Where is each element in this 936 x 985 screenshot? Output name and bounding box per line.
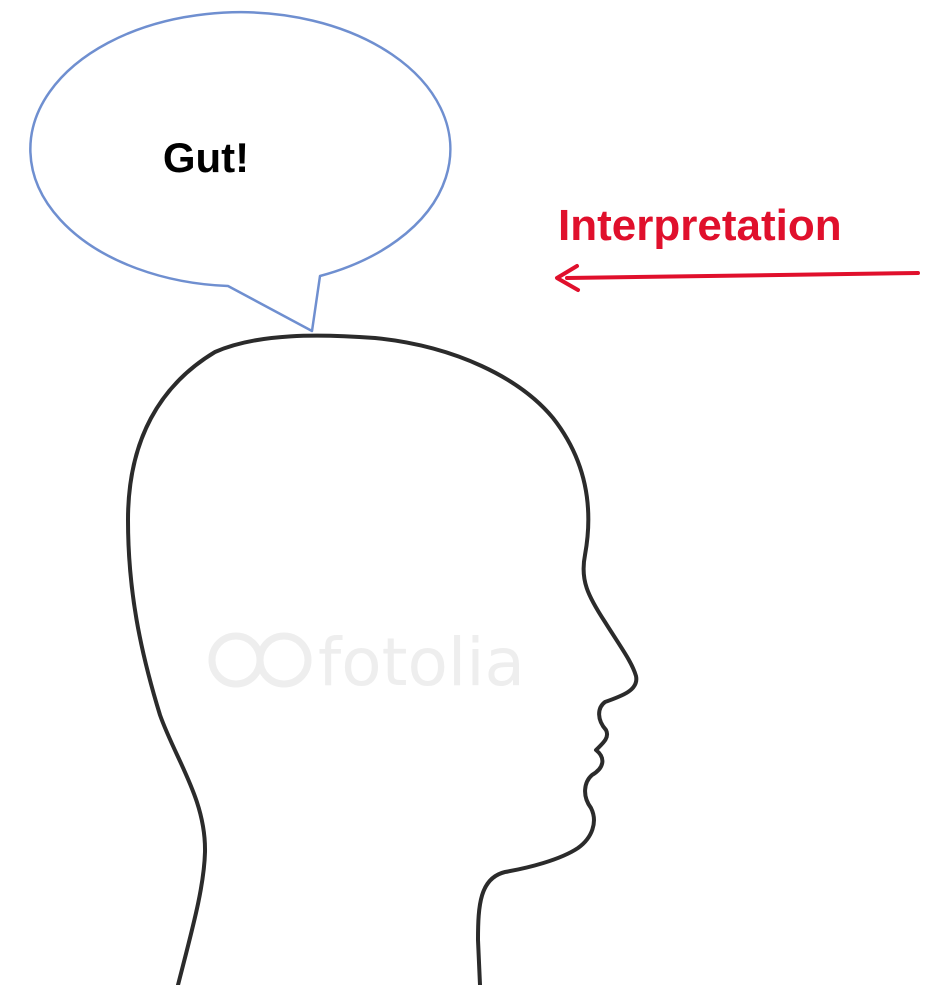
speech-bubble-text: Gut! <box>163 134 249 181</box>
interpretation-label: Interpretation <box>558 201 842 250</box>
watermark-text: fotolia <box>318 624 525 701</box>
fotolia-logo-icon <box>212 636 308 684</box>
left-arrow-icon <box>557 266 918 290</box>
watermark: fotolia <box>212 624 525 701</box>
